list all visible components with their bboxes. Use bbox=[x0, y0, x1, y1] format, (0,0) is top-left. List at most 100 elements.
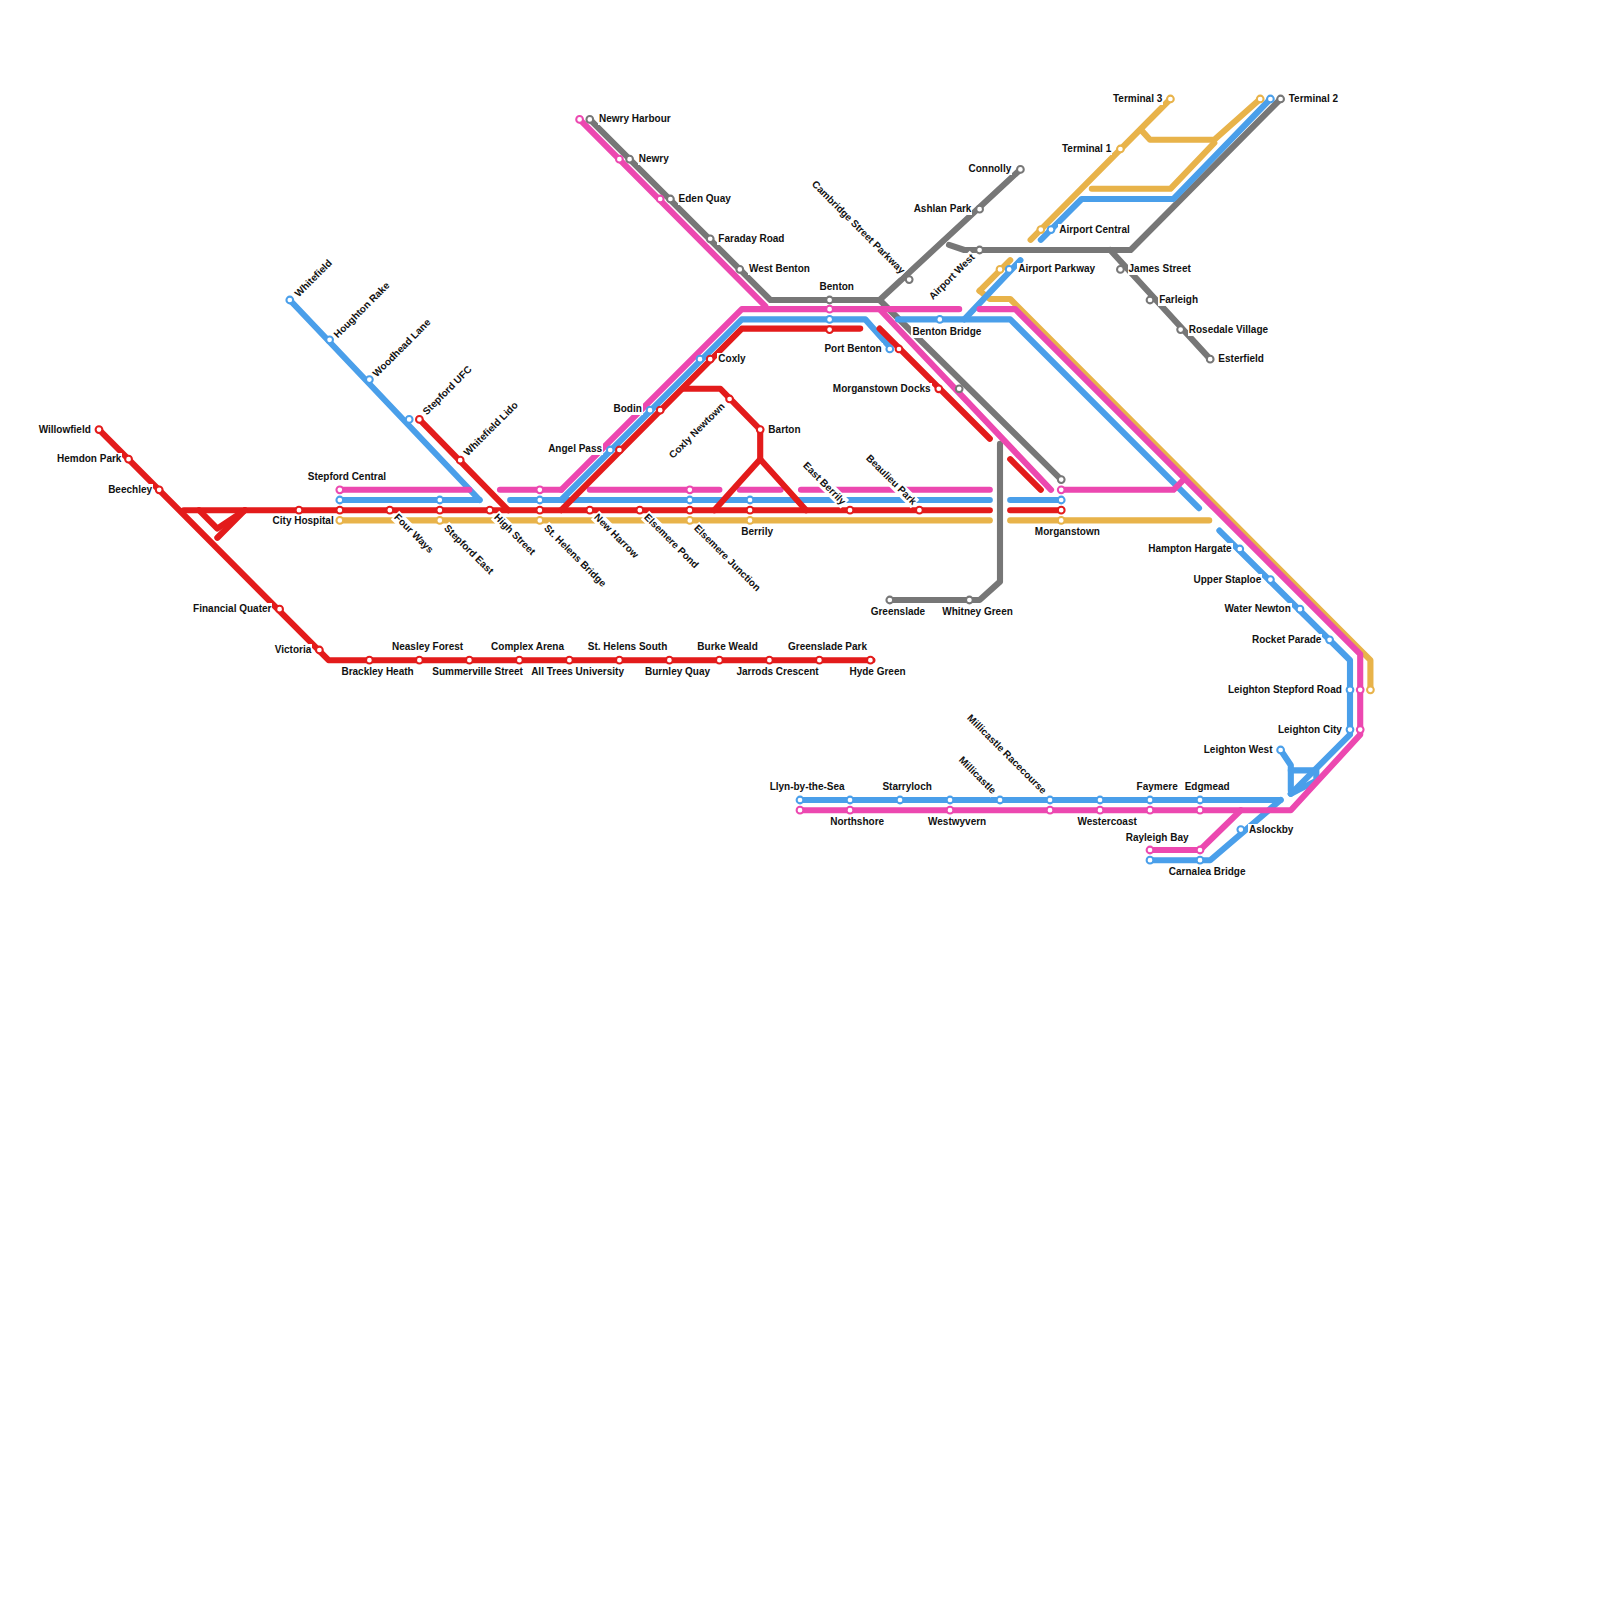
station-dot bbox=[947, 807, 954, 814]
station-label: Coxly bbox=[717, 353, 746, 365]
station-dot bbox=[906, 276, 913, 283]
station-dot bbox=[1197, 847, 1204, 854]
station-dot bbox=[826, 306, 833, 313]
station-dot bbox=[1347, 686, 1354, 693]
pink-line bbox=[340, 119, 1360, 850]
station-dot bbox=[316, 647, 323, 654]
station-dot bbox=[867, 657, 874, 664]
station-dot bbox=[1197, 857, 1204, 864]
station-label: Cambridge Street Parkway bbox=[809, 178, 909, 278]
station-label: Woodhead Lane bbox=[370, 315, 434, 379]
station-dot bbox=[1147, 297, 1154, 304]
station-dot bbox=[797, 807, 804, 814]
station-label: Faraday Road bbox=[717, 233, 785, 245]
station-dot bbox=[697, 356, 704, 363]
station-label: Ashlan Park bbox=[913, 203, 973, 215]
station-dot bbox=[916, 507, 923, 514]
station-dot bbox=[886, 346, 893, 353]
station-label: Airport Central bbox=[1058, 224, 1131, 236]
station-dot bbox=[686, 517, 693, 524]
station-dot bbox=[1147, 847, 1154, 854]
station-dot bbox=[286, 297, 293, 304]
station-label: Benton Bridge bbox=[911, 326, 982, 338]
station-dot bbox=[486, 507, 493, 514]
station-dot bbox=[607, 447, 614, 454]
station-dot bbox=[536, 517, 543, 524]
station-label: Barton bbox=[767, 424, 801, 436]
station-label: Stepford East bbox=[441, 521, 497, 577]
station-label: Airport West bbox=[926, 251, 978, 303]
station-label: City Hospital bbox=[272, 515, 335, 527]
grey-line bbox=[590, 99, 1281, 600]
station-dot bbox=[1326, 636, 1333, 643]
station-dot bbox=[1277, 96, 1284, 103]
station-dot bbox=[847, 807, 854, 814]
station-label: Leighton Stepford Road bbox=[1227, 684, 1343, 696]
station-dot bbox=[1017, 166, 1024, 173]
station-dot bbox=[686, 497, 693, 504]
station-label: Westwyvern bbox=[927, 816, 987, 828]
station-label: Burke Weald bbox=[696, 641, 758, 653]
station-dot bbox=[1277, 747, 1284, 754]
station-label: Brackley Heath bbox=[340, 666, 414, 678]
station-label: Greenslade bbox=[870, 606, 926, 618]
station-label: Victoria bbox=[274, 644, 313, 656]
station-dot bbox=[616, 657, 623, 664]
station-label: Leighton City bbox=[1277, 724, 1343, 736]
station-dot bbox=[1297, 606, 1304, 613]
station-label: Houghton Rake bbox=[330, 279, 392, 341]
blue-line bbox=[290, 99, 1350, 860]
station-label: Terminal 3 bbox=[1112, 93, 1163, 105]
station-dot bbox=[336, 497, 343, 504]
station-label: Port Benton bbox=[823, 343, 882, 355]
station-dot bbox=[666, 657, 673, 664]
station-dot bbox=[336, 507, 343, 514]
station-dot bbox=[1207, 356, 1214, 363]
station-label: St. Helens Bridge bbox=[541, 521, 609, 589]
station-dot bbox=[1147, 857, 1154, 864]
station-label: James Street bbox=[1128, 263, 1192, 275]
station-label: Summerville Street bbox=[431, 666, 524, 678]
station-dot bbox=[1058, 517, 1065, 524]
station-dot bbox=[1357, 686, 1364, 693]
station-dot bbox=[976, 206, 983, 213]
station-dot bbox=[1367, 686, 1374, 693]
station-label: Faymere bbox=[1136, 781, 1179, 793]
station-dot bbox=[536, 497, 543, 504]
station-dot bbox=[416, 657, 423, 664]
station-label: Whitefield Lido bbox=[461, 399, 522, 460]
station-label: Berrily bbox=[740, 526, 774, 538]
station-label: Financial Quater bbox=[192, 603, 272, 615]
station-label: Willowfield bbox=[38, 424, 92, 436]
station-dot bbox=[1058, 507, 1065, 514]
station-label: Millicastle Racecourse bbox=[963, 711, 1049, 797]
station-dot bbox=[1167, 96, 1174, 103]
station-dot bbox=[125, 456, 132, 463]
station-dot bbox=[935, 385, 942, 392]
station-dot bbox=[1147, 807, 1154, 814]
station-label: Hampton Hargate bbox=[1147, 543, 1232, 555]
station-dot bbox=[716, 657, 723, 664]
station-dot bbox=[1197, 807, 1204, 814]
station-dot bbox=[947, 797, 954, 804]
station-dot bbox=[1058, 476, 1065, 483]
station-label: Rosedale Village bbox=[1188, 324, 1269, 336]
station-dot bbox=[966, 597, 973, 604]
station-dot bbox=[736, 266, 743, 273]
station-dot bbox=[536, 486, 543, 493]
station-dot bbox=[1058, 486, 1065, 493]
station-label: All Trees University bbox=[530, 666, 625, 678]
station-dot bbox=[416, 416, 423, 423]
station-dot bbox=[1117, 266, 1124, 273]
station-label: Hemdon Park bbox=[56, 453, 122, 465]
station-dot bbox=[686, 507, 693, 514]
station-label: Water Newton bbox=[1224, 603, 1292, 615]
station-label: Morganstown Docks bbox=[832, 383, 932, 395]
station-label: Leighton West bbox=[1203, 744, 1274, 756]
station-dot bbox=[886, 597, 893, 604]
station-dot bbox=[1058, 497, 1065, 504]
station-label: Terminal 2 bbox=[1288, 93, 1339, 105]
station-dot bbox=[156, 486, 163, 493]
station-dot bbox=[516, 657, 523, 664]
station-label: Neasley Forest bbox=[391, 641, 464, 653]
